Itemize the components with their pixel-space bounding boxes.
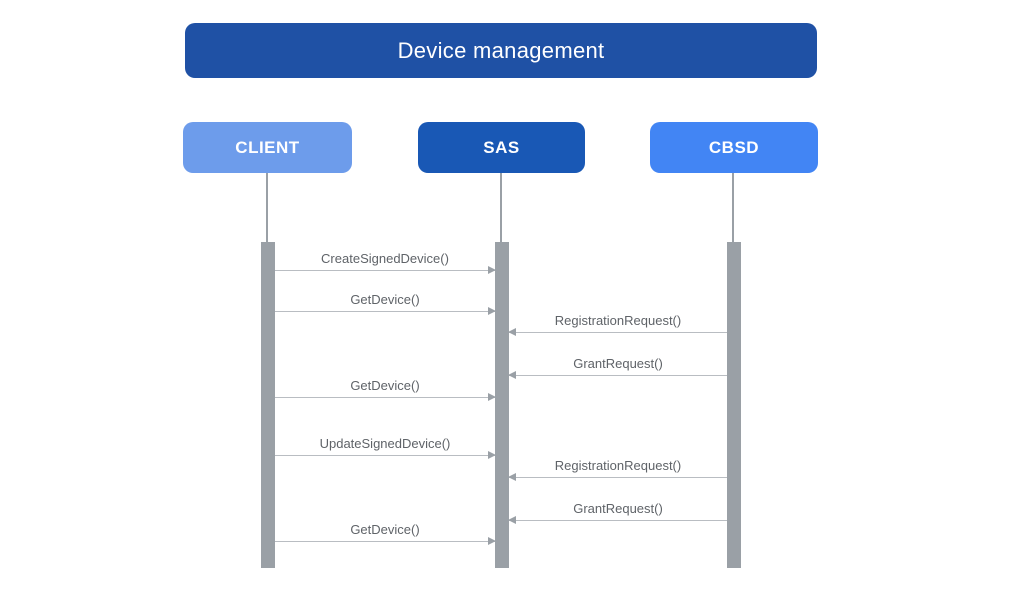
message-label: RegistrationRequest() (554, 458, 682, 473)
message-registration-request-2: RegistrationRequest() (508, 458, 727, 481)
arrow-left-icon (508, 472, 727, 481)
message-label: GetDevice() (350, 292, 420, 307)
actor-box-cbsd: CBSD (650, 122, 818, 173)
arrow-right-icon (275, 450, 496, 459)
message-update-signed-device: UpdateSignedDevice() (275, 436, 496, 459)
arrow-left-icon (508, 370, 727, 379)
message-registration-request-1: RegistrationRequest() (508, 313, 727, 336)
arrow-right-icon (275, 306, 496, 315)
arrow-left-icon (508, 515, 727, 524)
message-grant-request-2: GrantRequest() (508, 501, 727, 524)
actor-label-cbsd: CBSD (708, 137, 760, 157)
message-get-device-2: GetDevice() (275, 378, 496, 401)
message-label: GetDevice() (350, 378, 420, 393)
message-grant-request-1: GrantRequest() (508, 356, 727, 379)
activation-bar-sas (495, 242, 509, 568)
activation-bar-cbsd (727, 242, 741, 568)
message-label: GrantRequest() (573, 501, 663, 516)
arrow-right-icon (275, 265, 496, 274)
message-label: RegistrationRequest() (554, 313, 682, 328)
message-label: CreateSignedDevice() (321, 251, 449, 266)
message-create-signed-device: CreateSignedDevice() (275, 251, 496, 274)
arrow-right-icon (275, 536, 496, 545)
actor-label-sas: SAS (483, 137, 520, 157)
actor-label-client: CLIENT (235, 137, 300, 157)
activation-bar-client (261, 242, 275, 568)
message-get-device-3: GetDevice() (275, 522, 496, 545)
actor-box-client: CLIENT (183, 122, 352, 173)
message-label: UpdateSignedDevice() (319, 436, 451, 451)
message-label: GrantRequest() (573, 356, 663, 371)
message-label: GetDevice() (350, 522, 420, 537)
lifeline-client (266, 173, 268, 242)
message-get-device-1: GetDevice() (275, 292, 496, 315)
arrow-right-icon (275, 392, 496, 401)
actor-box-sas: SAS (418, 122, 585, 173)
lifeline-sas (500, 173, 502, 242)
arrow-left-icon (508, 327, 727, 336)
lifeline-cbsd (732, 173, 734, 242)
diagram-title: Device management (185, 23, 817, 78)
